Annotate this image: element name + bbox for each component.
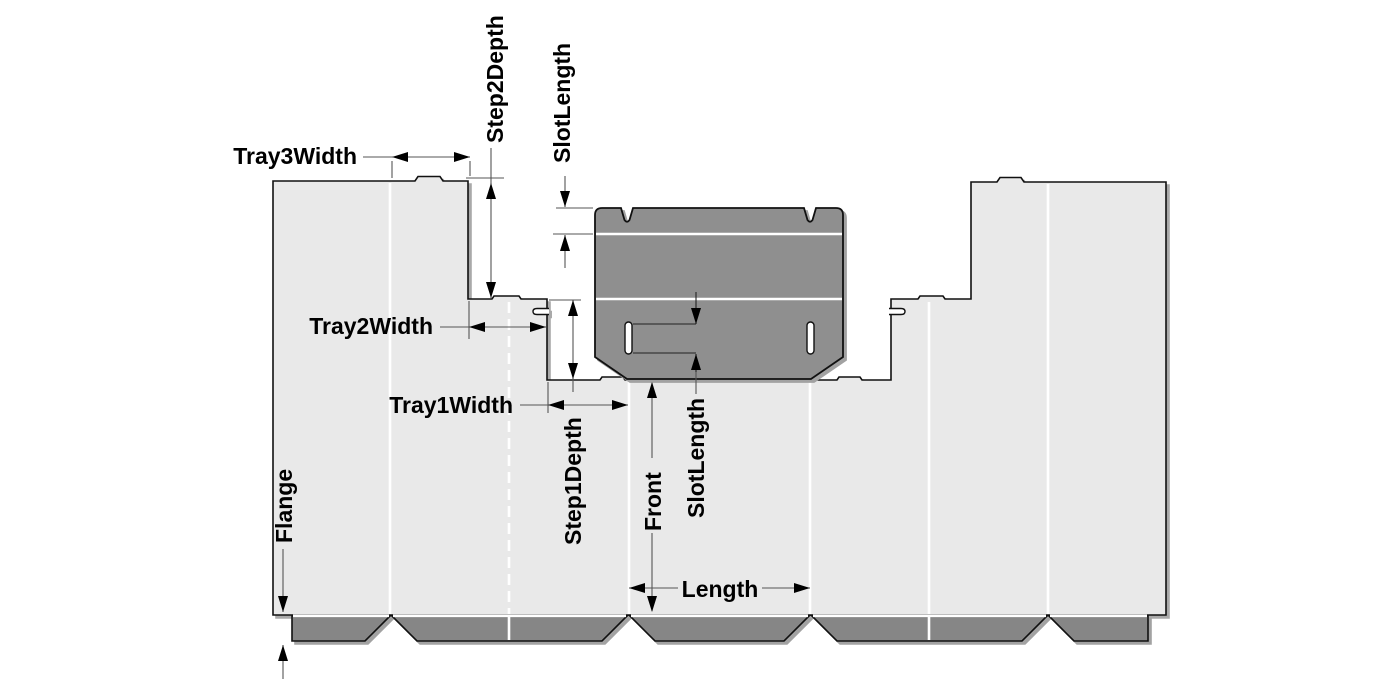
slit-right-edge — [889, 307, 906, 316]
label-tray3width: Tray3Width — [233, 143, 357, 169]
glue-flaps — [291, 614, 1149, 642]
slit-left-edge — [532, 307, 549, 316]
label-tray2width: Tray2Width — [309, 313, 433, 339]
dim-slotlength-top — [553, 176, 593, 268]
dim-tray2width — [440, 301, 546, 339]
sheet-outline — [272, 175, 1167, 616]
dim-step1depth — [549, 299, 581, 392]
dim-tray1width — [520, 382, 628, 413]
label-flange: Flange — [271, 469, 297, 543]
label-slotlength-top: SlotLength — [549, 43, 575, 163]
dim-tray3width — [363, 152, 471, 178]
lid-panel — [594, 207, 844, 380]
sheet-body — [272, 175, 1167, 616]
label-tray1width: Tray1Width — [389, 392, 513, 418]
dim-slotlength-bottom — [633, 292, 701, 394]
flap-1 — [291, 615, 392, 642]
dim-step2depth — [466, 148, 504, 298]
label-step2depth: Step2Depth — [482, 15, 508, 143]
label-slotlength-bottom: SlotLength — [683, 398, 709, 518]
label-length: Length — [682, 576, 759, 602]
dim-flange — [278, 549, 288, 679]
dim-front — [647, 382, 657, 612]
lid-outline — [594, 207, 844, 380]
flap-5 — [1047, 615, 1149, 642]
label-front: Front — [640, 472, 666, 531]
flap-3 — [628, 615, 811, 642]
label-step1depth: Step1Depth — [560, 417, 586, 545]
dim-length — [629, 583, 810, 593]
lid-slot-right — [806, 321, 815, 355]
lid-slot-left — [624, 321, 633, 355]
